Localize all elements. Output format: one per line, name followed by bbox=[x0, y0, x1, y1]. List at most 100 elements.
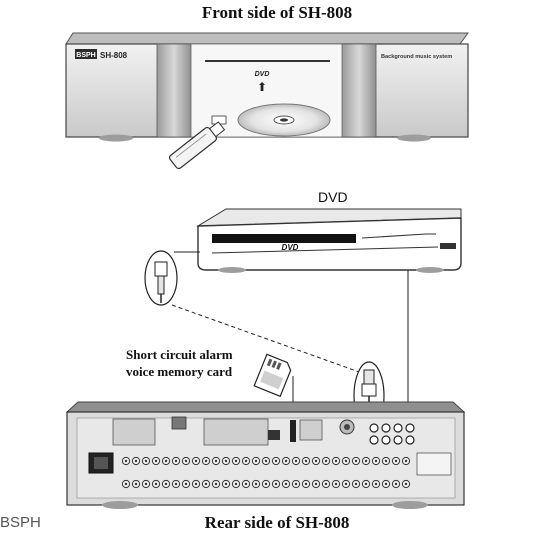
rca-jack-pin bbox=[154, 482, 158, 486]
memory-card-caption-line1: Short circuit alarm bbox=[126, 347, 233, 362]
rca-jack-pin bbox=[244, 459, 248, 463]
front-brand-badge bbox=[75, 49, 97, 59]
dvd-foot-right bbox=[416, 267, 444, 273]
terminal-block-small bbox=[299, 419, 323, 441]
rca-jack-pin bbox=[404, 482, 408, 486]
rca-jack-pin bbox=[134, 482, 138, 486]
rca-jack-pin bbox=[314, 482, 318, 486]
audio-input-jack bbox=[405, 423, 415, 433]
rca-jack-pin bbox=[124, 459, 128, 463]
rca-jack-pin bbox=[364, 459, 368, 463]
terminal-block-middle bbox=[203, 418, 269, 446]
front-foot-left bbox=[99, 134, 133, 142]
rca-jack-pin bbox=[394, 459, 398, 463]
sd-memory-card-icon bbox=[253, 353, 292, 398]
rca-jack-pin bbox=[284, 482, 288, 486]
rca-jack-pin bbox=[224, 482, 228, 486]
rca-jack-pin bbox=[314, 459, 318, 463]
spec-label-sticker bbox=[416, 452, 452, 476]
rca-jack-pin bbox=[324, 482, 328, 486]
front-unit: DVD ⬆ BSPH SH-808 Background music syste… bbox=[65, 32, 469, 170]
rca-jack-pin bbox=[154, 459, 158, 463]
rca-jack-pin bbox=[144, 482, 148, 486]
rca-jack-grid bbox=[121, 423, 415, 489]
dashed-cable bbox=[171, 304, 363, 374]
rca-jack-pin bbox=[184, 482, 188, 486]
rca-jack-pin bbox=[134, 459, 138, 463]
rca-jack-pin bbox=[304, 482, 308, 486]
rca-jack-pin bbox=[354, 482, 358, 486]
rca-jack-pin bbox=[284, 459, 288, 463]
rca-jack-pin bbox=[164, 482, 168, 486]
dvd-player-title: DVD bbox=[318, 189, 348, 205]
rca-jack-pin bbox=[344, 459, 348, 463]
rca-jack-pin bbox=[234, 459, 238, 463]
front-left-bezel bbox=[156, 43, 192, 138]
rca-jack-pin bbox=[254, 459, 258, 463]
front-right-bezel bbox=[341, 43, 377, 138]
front-model-label: SH-808 bbox=[100, 51, 128, 60]
rca-jack-pin bbox=[264, 459, 268, 463]
dvd-power-button bbox=[440, 243, 456, 249]
audio-input-jack bbox=[381, 423, 391, 433]
audio-input-jack bbox=[393, 435, 403, 445]
rca-jack-pin bbox=[294, 482, 298, 486]
rca-jack-pin bbox=[124, 482, 128, 486]
memory-card-caption: Short circuit alarm voice memory card bbox=[126, 346, 233, 380]
dvd-player-logo: DVD bbox=[282, 243, 299, 252]
ethernet-port-icon bbox=[268, 430, 280, 440]
front-foot-right bbox=[397, 134, 431, 142]
rca-jack-pin bbox=[304, 459, 308, 463]
rear-foot-right bbox=[392, 501, 428, 509]
terminal-block-left bbox=[112, 418, 156, 446]
rca-jack-pin bbox=[234, 482, 238, 486]
eject-arrow-icon: ⬆ bbox=[257, 80, 267, 94]
rca-jack-pin bbox=[384, 459, 388, 463]
rca-jack-pin bbox=[184, 459, 188, 463]
front-dvd-logo: DVD bbox=[255, 71, 270, 78]
rca-jack-pin bbox=[384, 482, 388, 486]
audio-input-jack bbox=[393, 423, 403, 433]
rca-jack-pin bbox=[344, 482, 348, 486]
rca-jack-pin bbox=[194, 482, 198, 486]
rca-jack-pin bbox=[214, 459, 218, 463]
dvd-tray bbox=[212, 234, 356, 243]
rca-jack-pin bbox=[374, 482, 378, 486]
dvd-foot-left bbox=[218, 267, 246, 273]
rear-unit bbox=[65, 401, 466, 509]
rca-jack-pin bbox=[374, 459, 378, 463]
rca-jack-pin bbox=[364, 482, 368, 486]
rca-jack-pin bbox=[214, 482, 218, 486]
front-brand-logo: BSPH bbox=[76, 52, 95, 59]
dvd-player: DVD bbox=[196, 208, 462, 273]
audio-input-jack bbox=[381, 435, 391, 445]
front-side-title: Front side of SH-808 bbox=[201, 3, 353, 22]
rca-jack-pin bbox=[404, 459, 408, 463]
rear-side-title: Rear side of SH-808 bbox=[204, 513, 350, 532]
rca-jack-pin bbox=[204, 482, 208, 486]
front-unit-top bbox=[65, 32, 469, 45]
rear-foot-left bbox=[102, 501, 138, 509]
front-panel-caption: Background music system bbox=[381, 54, 452, 60]
rca-jack-pin bbox=[174, 482, 178, 486]
audio-input-jack bbox=[369, 435, 379, 445]
rca-jack-pin bbox=[254, 482, 258, 486]
rca-jack-pin bbox=[144, 459, 148, 463]
dvd-player-body bbox=[197, 217, 462, 271]
rca-jack-pin bbox=[294, 459, 298, 463]
usb-flash-drive-icon bbox=[168, 121, 226, 170]
rca-jack-pin bbox=[274, 459, 278, 463]
watermark-logo: BSPH bbox=[0, 514, 41, 531]
memory-card-caption-line2: voice memory card bbox=[126, 364, 233, 379]
rca-jack-pin bbox=[204, 459, 208, 463]
rca-jack-pin bbox=[334, 482, 338, 486]
rca-jack-pin bbox=[224, 459, 228, 463]
sd-card-slot bbox=[290, 420, 296, 442]
rca-jack-pin bbox=[164, 459, 168, 463]
db9-port-icon bbox=[171, 416, 187, 430]
rca-jack-pin bbox=[194, 459, 198, 463]
audio-input-jack bbox=[405, 435, 415, 445]
rca-jack-pin bbox=[264, 482, 268, 486]
rca-jack-pin bbox=[324, 459, 328, 463]
